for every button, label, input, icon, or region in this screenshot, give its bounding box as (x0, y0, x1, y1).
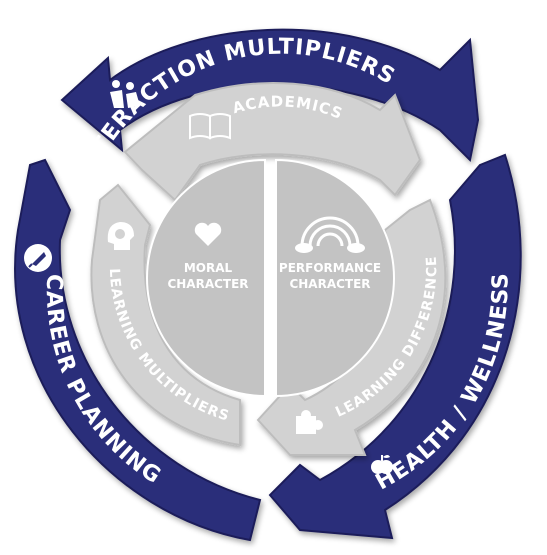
puzzle-icon (296, 410, 323, 434)
core-label-performance-line2: CHARACTER (289, 277, 370, 291)
apple-icon (371, 455, 393, 474)
core-right-half (275, 158, 395, 398)
core-label-moral-line2: CHARACTER (167, 277, 248, 291)
core-label-moral-line1: MORAL (184, 261, 233, 275)
middle-segment-top (123, 82, 422, 202)
heart-icon (194, 222, 222, 246)
head-gears-icon (107, 222, 134, 250)
rainbow-icon (295, 216, 365, 253)
core (146, 158, 395, 398)
outer-ring (14, 28, 522, 542)
core-left-half (146, 158, 266, 398)
book-icon (189, 113, 231, 140)
outer-segment-right (268, 153, 522, 540)
rocket-icon (24, 244, 52, 272)
outer-segment-left (14, 158, 262, 542)
people-icon (110, 80, 140, 108)
core-label-performance-line1: PERFORMANCE (279, 261, 381, 275)
